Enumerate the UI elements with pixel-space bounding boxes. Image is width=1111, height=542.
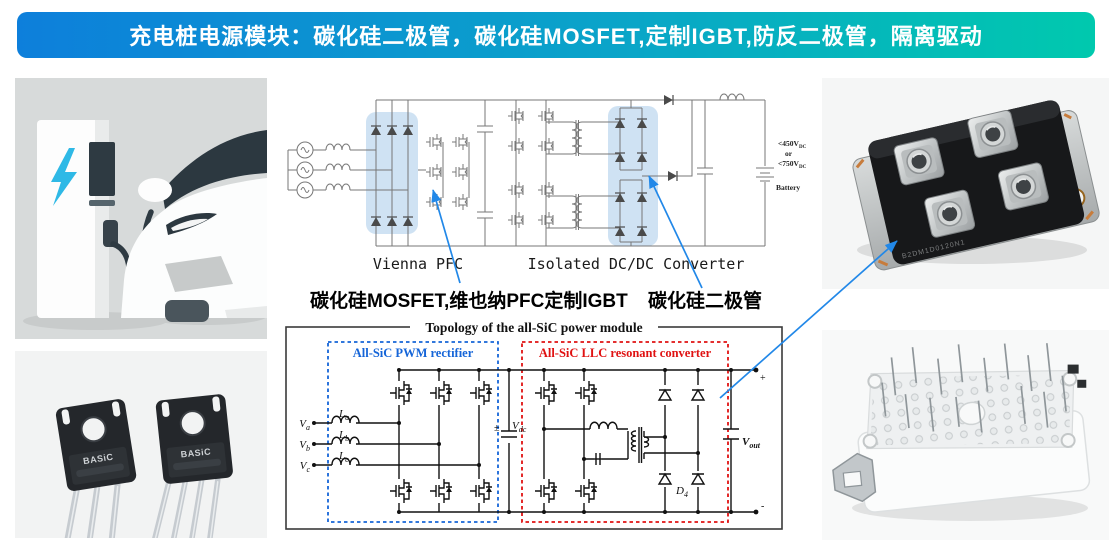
side-mirror [138, 178, 172, 202]
black-module-graphic: B2DM1D0120N1 [852, 100, 1100, 271]
charging-pillar [37, 120, 118, 318]
sic-diode-module-photo: B2DM1D0120N1 [822, 78, 1109, 289]
transistor-4pin: BASiC [150, 392, 235, 538]
banner-title: 充电桩电源模块：碳化硅二极管，碳化硅MOSFET,定制IGBT,防反二极管，隔离… [129, 24, 983, 49]
sic-discrete-devices-photo: BASiC BASiC [15, 351, 267, 538]
annotation-diode-label: 碳化硅二极管 [648, 291, 763, 312]
white-module-graphic [832, 343, 1091, 521]
svg-text:-: - [761, 501, 764, 512]
svg-text:Lb: Lb [338, 429, 349, 443]
all-sic-topology: Topology of the all-SiC power module All… [285, 320, 783, 530]
car-front [121, 130, 267, 322]
svg-text:Vc: Vc [300, 460, 311, 474]
circuit-wires [287, 99, 774, 247]
pwm-rectifier-box [327, 341, 499, 523]
rectifier-mosfets [389, 380, 493, 504]
svg-text:Va: Va [299, 418, 310, 432]
transformers [571, 119, 583, 231]
svg-text:or: or [785, 149, 793, 158]
title-banner: 充电桩电源模块：碳化硅二极管，碳化硅MOSFET,定制IGBT,防反二极管，隔离… [17, 12, 1095, 58]
battery-text: <450VDC or <750VDC Battery [776, 139, 807, 192]
lightning-bolt-icon [51, 148, 77, 206]
pfc-dcdc-circuit: <450VDC or <750VDC Battery Vienna PFC Is… [287, 93, 807, 273]
svg-text:Vb: Vb [299, 439, 310, 453]
system-circuit-diagram: <450VDC or <750VDC Battery Vienna PFC Is… [280, 78, 820, 274]
brand-logo: BASiC [180, 446, 211, 459]
svg-text:<750VDC: <750VDC [778, 159, 807, 170]
ev-charger-graphic [23, 120, 267, 330]
topology-title: Topology of the all-SiC power module [425, 320, 642, 335]
topology-diagram: Topology of the all-SiC power module All… [284, 319, 790, 535]
svg-text:Vout: Vout [742, 436, 761, 450]
wheel [165, 300, 209, 322]
vienna-mosfets [418, 133, 470, 211]
igbt-module-photo [822, 330, 1109, 540]
transistor-3pin: BASiC [53, 397, 139, 538]
svg-text:+: + [760, 373, 766, 384]
svg-text:Lc: Lc [338, 450, 349, 464]
annotation-mosfet-label: 碳化硅MOSFET,维也纳PFC定制IGBT [310, 291, 628, 312]
igbt-module-body [832, 343, 1091, 513]
charge-connector [103, 220, 118, 247]
svg-text:D4: D4 [675, 485, 688, 499]
llc-converter-label: All-SiC LLC resonant converter [539, 346, 712, 360]
llc-output-diodes [657, 388, 706, 485]
llc-converter-box [521, 341, 729, 523]
vienna-pfc-label: Vienna PFC [373, 255, 463, 273]
junction-dots [312, 367, 759, 515]
battery-label: Battery [776, 183, 800, 192]
svg-text:±: ± [494, 423, 500, 434]
svg-text:La: La [338, 408, 349, 422]
brand-logo: BASiC [82, 452, 114, 467]
dcdc-converter-label: Isolated DC/DC Converter [528, 255, 745, 273]
ev-charging-illustration [15, 78, 267, 339]
svg-text:Vdc: Vdc [512, 420, 527, 434]
to247-devices-graphic: BASiC BASiC [53, 392, 235, 538]
svg-text:<450VDC: <450VDC [778, 139, 807, 150]
pwm-rectifier-label: All-SiC PWM rectifier [353, 346, 474, 360]
power-module-body: B2DM1D0120N1 [852, 100, 1100, 271]
